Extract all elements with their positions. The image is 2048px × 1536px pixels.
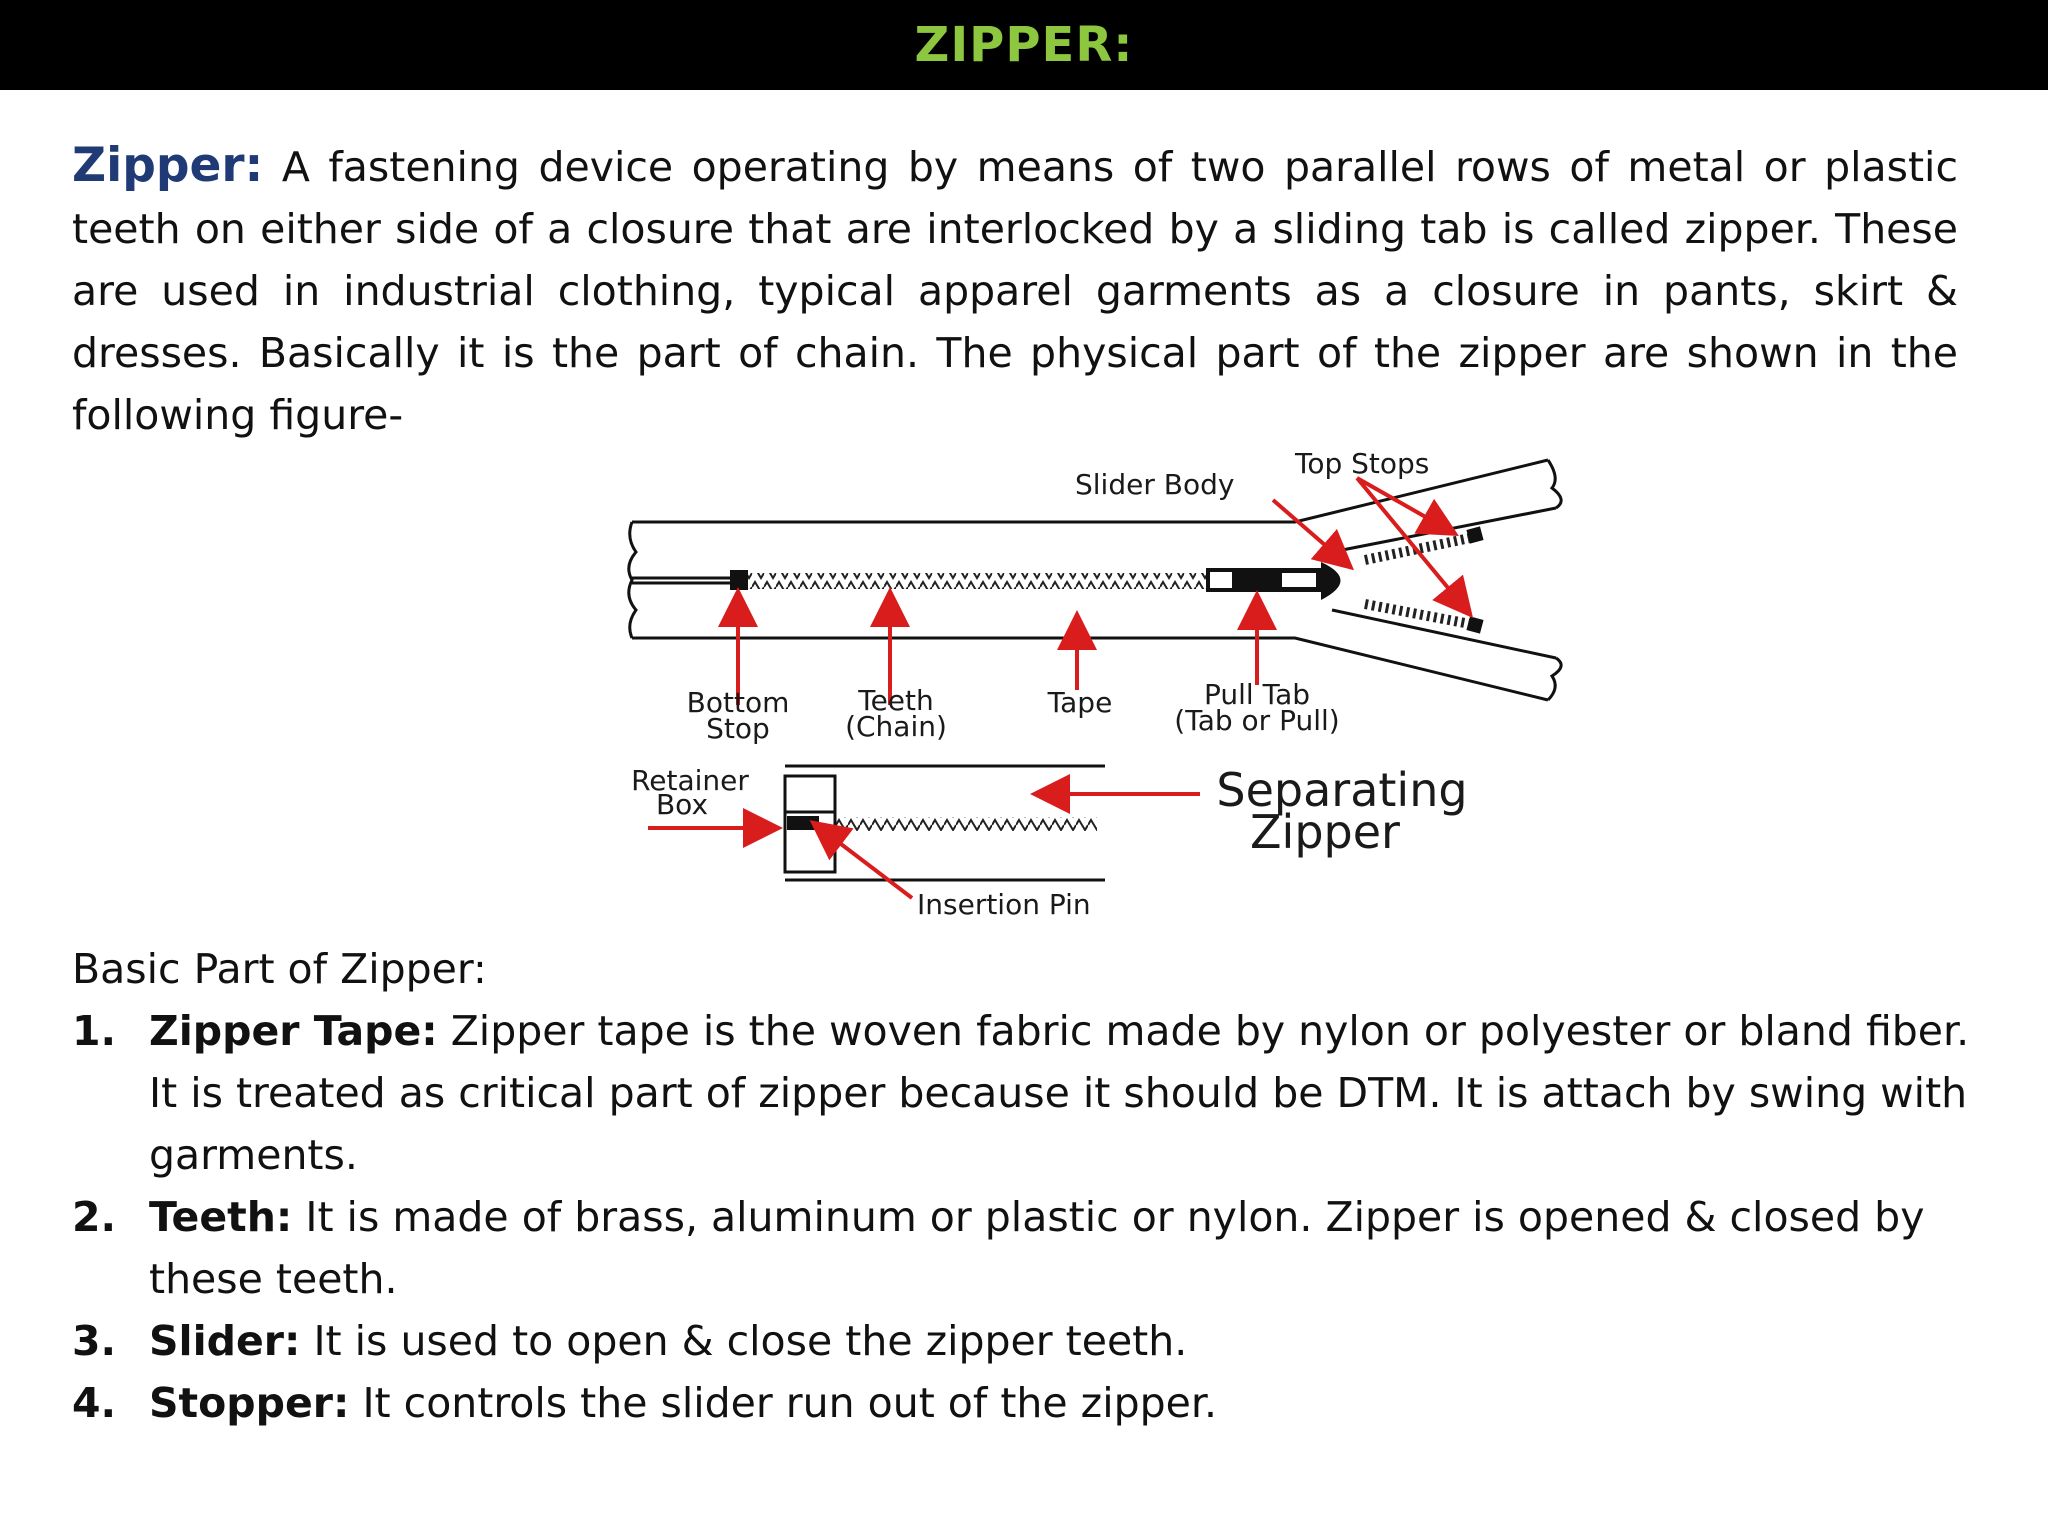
separating-teeth bbox=[835, 817, 1097, 831]
page-title: ZIPPER: bbox=[914, 17, 1134, 73]
list-item-label: Zipper Tape: bbox=[149, 1007, 438, 1055]
zipper-diagram: Top Stops Slider Body Bottom Stop Teeth … bbox=[627, 447, 1563, 921]
zipper-tape-outline bbox=[627, 458, 1563, 702]
list-item: 2. Teeth: It is made of brass, aluminum … bbox=[72, 1186, 1992, 1310]
label-teeth-2: (Chain) bbox=[845, 710, 947, 743]
label-slider-body: Slider Body bbox=[1075, 468, 1234, 501]
list-item: 4. Stopper: It controls the slider run o… bbox=[72, 1372, 1992, 1434]
basic-parts-heading: Basic Part of Zipper: bbox=[72, 945, 487, 993]
label-bottom-stop-2: Stop bbox=[706, 712, 770, 745]
list-item-body: Slider: It is used to open & close the z… bbox=[149, 1310, 1992, 1372]
top-stop-lower bbox=[1466, 616, 1484, 634]
separating-arrows bbox=[648, 774, 1190, 900]
list-number: 3. bbox=[72, 1317, 117, 1365]
label-separating-1: Separating bbox=[1216, 763, 1467, 817]
bottom-stop bbox=[730, 570, 748, 590]
list-item-label: Stopper: bbox=[149, 1379, 350, 1427]
label-pull-tab-2: (Tab or Pull) bbox=[1174, 704, 1339, 737]
callout-arrows bbox=[718, 476, 1474, 705]
intro-text: A fastening device operating by means of… bbox=[72, 143, 1958, 439]
label-tape: Tape bbox=[1047, 686, 1113, 719]
intro-paragraph: Zipper: A fastening device operating by … bbox=[72, 135, 1958, 446]
label-teeth-1: Teeth bbox=[857, 684, 934, 717]
top-stop-upper bbox=[1466, 526, 1484, 544]
list-item-text: It is made of brass, aluminum or plastic… bbox=[149, 1193, 1925, 1303]
list-item-label: Slider: bbox=[149, 1317, 301, 1365]
retainer-box bbox=[787, 816, 819, 830]
parts-list: 1. Zipper Tape: Zipper tape is the woven… bbox=[72, 1000, 1992, 1434]
list-item-text: It controls the slider run out of the zi… bbox=[349, 1379, 1217, 1427]
list-item-body: Zipper Tape: Zipper tape is the woven fa… bbox=[149, 1000, 1992, 1186]
label-separating-2: Zipper bbox=[1250, 805, 1400, 859]
list-number: 2. bbox=[72, 1193, 117, 1241]
label-pull-tab-1: Pull Tab bbox=[1204, 678, 1310, 711]
list-item-text: Zipper tape is the woven fabric made by … bbox=[149, 1007, 1970, 1179]
zipper-figure: Top Stops Slider Body Bottom Stop Teeth … bbox=[560, 440, 1620, 930]
label-top-stops: Top Stops bbox=[1294, 447, 1429, 480]
list-item-body: Teeth: It is made of brass, aluminum or … bbox=[149, 1186, 1992, 1310]
list-number: 1. bbox=[72, 1007, 117, 1055]
list-item: 3. Slider: It is used to open & close th… bbox=[72, 1310, 1992, 1372]
list-item-body: Stopper: It controls the slider run out … bbox=[149, 1372, 1992, 1434]
label-retainer-box-2: Box bbox=[656, 788, 708, 821]
intro-term: Zipper: bbox=[72, 138, 264, 193]
list-item-text: It is used to open & close the zipper te… bbox=[300, 1317, 1188, 1365]
label-bottom-stop-1: Bottom bbox=[687, 686, 790, 719]
list-item-label: Teeth: bbox=[149, 1193, 293, 1241]
label-insertion-pin: Insertion Pin bbox=[917, 888, 1091, 921]
list-number: 4. bbox=[72, 1379, 117, 1427]
slider-body bbox=[1206, 562, 1341, 600]
title-bar: ZIPPER: bbox=[0, 0, 2048, 90]
list-item: 1. Zipper Tape: Zipper tape is the woven… bbox=[72, 1000, 1992, 1186]
label-retainer-box-1: Retainer bbox=[631, 764, 749, 797]
teeth-chain bbox=[748, 573, 1274, 589]
